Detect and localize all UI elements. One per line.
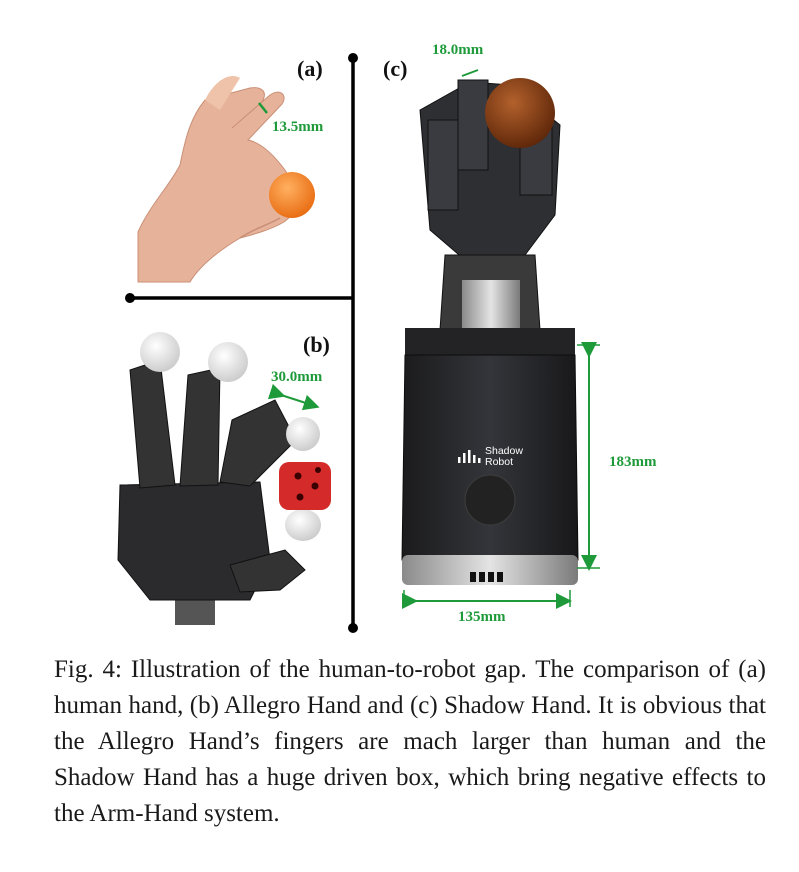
panel-label-b: (b): [303, 332, 330, 357]
human-hand-image: [137, 76, 315, 283]
shadow-robot-logo-text: Shadow Robot: [485, 446, 523, 468]
shadow-robot-logo-icon: [458, 450, 481, 463]
logo-line-1: Shadow: [485, 445, 523, 457]
allegro-hand-image: [117, 332, 331, 625]
allegro-finger-dimension: 30.0mm: [271, 369, 323, 385]
shadow-box-width-dimension: 135mm: [458, 609, 506, 625]
logo-line-2: Robot: [485, 456, 514, 468]
human-finger-dimension: 13.5mm: [272, 119, 324, 135]
figure-caption: Fig. 4: Illustration of the human-to-rob…: [54, 656, 766, 827]
figure-4: (a) (c) (b) 13.5mm 30.0mm 18.0mm 183mm 1…: [117, 42, 657, 633]
shadow-box-height-dimension: 183mm: [609, 454, 657, 470]
shadow-finger-dimension: 18.0mm: [432, 42, 484, 58]
panel-label-c: (c): [383, 56, 408, 81]
panel-label-a: (a): [297, 56, 323, 81]
figure-illustration: [117, 53, 600, 633]
panel-dividers: [125, 53, 358, 633]
shadow-hand-image: [401, 69, 600, 609]
